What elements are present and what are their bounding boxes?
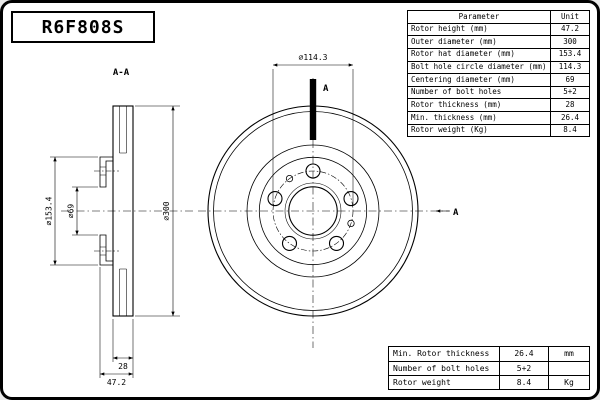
table-row: Min. thickness (mm) 26.4	[407, 111, 590, 125]
section-view-label: A-A	[113, 68, 130, 78]
param-cell: Rotor thickness (mm)	[407, 98, 551, 112]
technical-drawing: A ⌀114.3 A A-A	[45, 53, 460, 387]
value-cell: 69	[550, 73, 590, 87]
table-row: Centering diameter (mm) 69	[407, 73, 590, 87]
param-header: Parameter	[407, 10, 551, 24]
bolt-hole	[305, 163, 321, 179]
unit-cell	[548, 360, 590, 376]
param-cell: Rotor hat diameter (mm)	[407, 47, 551, 62]
dim-hat-label: ⌀153.4	[45, 196, 54, 225]
value-cell: 114.3	[550, 60, 590, 75]
param-cell: Bolt hole circle diameter (mm)	[407, 60, 551, 75]
dim-bolt-circle-label: ⌀114.3	[299, 53, 328, 62]
value-cell: 5+2	[550, 85, 590, 100]
value-cell: 26.4	[499, 346, 549, 362]
param-cell: Rotor weight (Kg)	[407, 123, 551, 138]
table-row: Number of bolt holes 5+2	[407, 85, 590, 100]
dim-thickness-label: 28	[118, 362, 128, 371]
value-cell: 8.4	[499, 374, 549, 391]
vent-channels	[119, 106, 127, 316]
parameter-table: Parameter Unit Rotor height (mm) 47.2 Ou…	[407, 10, 590, 138]
label-cell: Rotor weight	[388, 374, 500, 391]
table-row: Number of bolt holes 5+2	[388, 360, 590, 376]
hat-diameter-circle	[258, 156, 368, 266]
value-cell: 28	[550, 98, 590, 112]
bolt-circle	[272, 170, 354, 252]
table-row: Min. Rotor thickness 26.4 mm	[388, 346, 590, 362]
bolt-hole	[343, 191, 359, 207]
friction-inner-circle	[246, 144, 380, 278]
unit-header: Unit	[550, 10, 590, 24]
dim-center-label: ⌀69	[67, 204, 76, 219]
center-hole-circle	[288, 186, 338, 236]
table-header-row: Parameter Unit	[407, 10, 590, 24]
label-cell: Min. Rotor thickness	[388, 346, 500, 362]
screw-hole	[347, 219, 355, 227]
section-cut-label-top: A	[323, 84, 329, 94]
section-cut-label-side: A	[453, 208, 459, 218]
value-cell: 47.2	[550, 22, 590, 37]
param-cell: Min. thickness (mm)	[407, 111, 551, 125]
param-cell: Outer diameter (mm)	[407, 35, 551, 49]
value-cell: 26.4	[550, 111, 590, 125]
part-number: R6F808S	[41, 16, 125, 38]
section-cut-bar	[309, 79, 317, 140]
param-cell: Rotor height (mm)	[407, 22, 551, 37]
table-row: Rotor height (mm) 47.2	[407, 22, 590, 37]
screw-hole	[285, 175, 294, 183]
param-cell: Centering diameter (mm)	[407, 73, 551, 87]
table-row: Bolt hole circle diameter (mm) 114.3	[407, 60, 590, 75]
bolt-hole	[267, 191, 283, 207]
pilot-step-circle	[284, 182, 342, 240]
unit-cell: Kg	[548, 374, 590, 391]
param-cell: Number of bolt holes	[407, 85, 551, 100]
flange-bolt-holes	[100, 166, 106, 256]
hat-profile	[99, 156, 113, 266]
unit-cell: mm	[548, 346, 590, 362]
table-row: Rotor weight (Kg) 8.4	[407, 123, 590, 138]
label-cell: Number of bolt holes	[388, 360, 500, 376]
table-row: Rotor hat diameter (mm) 153.4	[407, 47, 590, 62]
front-view: A ⌀114.3 A	[198, 53, 459, 348]
section-view: A-A ⌀153.4 ⌀69	[45, 68, 193, 387]
value-cell: 8.4	[550, 123, 590, 138]
bolt-hole	[281, 235, 298, 251]
table-row: Rotor weight 8.4 Kg	[388, 374, 590, 391]
table-row: Rotor thickness (mm) 28	[407, 98, 590, 112]
part-number-box: R6F808S	[11, 11, 155, 43]
bolt-hole	[328, 235, 345, 251]
value-cell: 153.4	[550, 47, 590, 62]
value-cell: 300	[550, 35, 590, 49]
summary-table: Min. Rotor thickness 26.4 mm Number of b…	[388, 346, 590, 391]
dim-height-label: 47.2	[107, 378, 126, 387]
table-row: Outer diameter (mm) 300	[407, 35, 590, 49]
dim-outer-label: ⌀300	[162, 201, 171, 220]
value-cell: 5+2	[499, 360, 549, 376]
